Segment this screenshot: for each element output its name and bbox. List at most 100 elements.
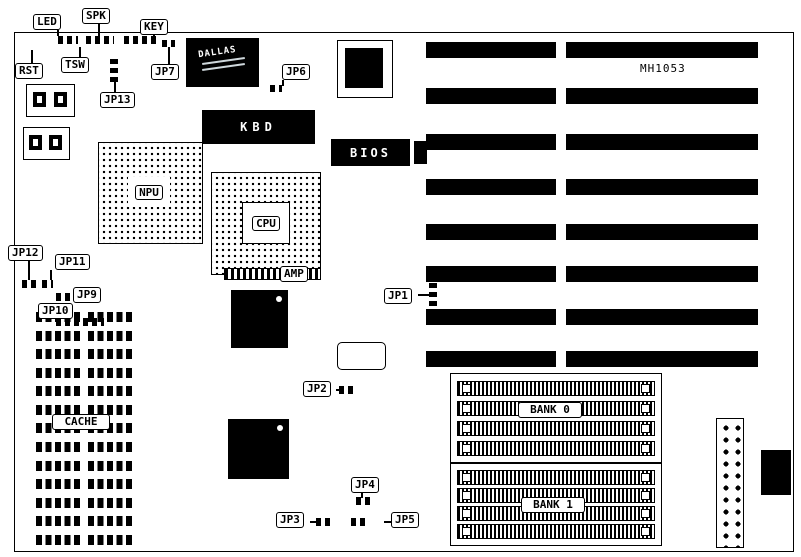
leader-line [98,24,100,36]
label-jp6: JP6 [282,64,310,80]
pin1-dot [277,425,283,431]
dip-socket [36,386,80,397]
spk-header-pins [86,36,114,44]
leader-line [310,521,317,523]
label-bank0: BANK 0 [518,402,582,418]
label-jp2: JP2 [303,381,331,397]
connector-hole [33,92,46,107]
bios-socket-tab [414,141,427,164]
leader-line [57,30,59,36]
label-bank1: BANK 1 [521,497,585,513]
connector-hole [49,135,62,150]
cpu-label: CPU [252,215,280,231]
jp1-pins [429,282,437,306]
label-jp5: JP5 [391,512,419,528]
dip-socket [88,349,132,360]
label-jp1: JP1 [384,288,412,304]
jp5-pins [351,518,368,526]
leader-line [336,389,341,391]
leader-line [282,80,284,86]
label-jp13: JP13 [100,92,135,108]
simm-bank-0 [450,373,662,463]
isa-slot [426,224,556,240]
key-header-pins [124,36,160,44]
jp13-pins [110,56,118,82]
kbd-controller-chip: KBD [202,110,315,144]
qfp-chip-1 [231,290,288,348]
dip-socket [36,442,80,453]
npu-label: NPU [135,184,163,200]
power-connector [716,418,744,548]
label-spk: SPK [82,8,110,24]
isa-slot [426,266,556,282]
jp9-jumper [56,293,71,301]
simm-socket [457,440,655,456]
dip-socket [88,404,132,415]
leader-line [50,270,52,280]
jp10-header [56,318,104,326]
label-jp11: JP11 [55,254,90,270]
connector-block [23,127,70,160]
label-jp4: JP4 [351,477,379,493]
isa-slot [426,179,556,195]
label-rst: RST [15,63,43,79]
isa-slot [426,309,556,325]
bios-chip: BIOS [331,139,410,166]
connector-hole [29,135,42,150]
leader-line [418,294,430,296]
dip-socket [36,534,80,545]
label-key: KEY [140,19,168,35]
dip-socket [36,330,80,341]
dip-socket [88,516,132,527]
qfp-chip-2 [228,419,289,479]
leader-line [28,261,30,280]
connector-block [26,84,75,117]
leader-line [79,47,81,57]
label-jp9: JP9 [73,287,101,303]
dallas-chip-label: DALLAS [197,44,238,61]
dip-socket [88,312,132,322]
chip-print-line [202,63,245,71]
label-jp3: JP3 [276,512,304,528]
simm-socket [457,420,655,436]
dip-socket [88,386,132,397]
led-header-pins [58,36,78,44]
isa-slot [426,42,556,58]
label-cache: CACHE [52,414,110,430]
label-tsw: TSW [61,57,89,73]
pin1-dot [276,296,282,302]
dallas-rtc-chip: DALLAS [186,38,259,87]
cache-column [88,312,132,545]
crystal-oscillator [337,342,386,370]
dip-socket [88,367,132,378]
label-jp12: JP12 [8,245,43,261]
leader-line [168,47,170,64]
dip-socket [88,330,132,341]
isa-slot [426,351,556,367]
isa-slot [566,309,758,325]
jp2-pins [339,386,355,394]
dip-socket [36,479,80,490]
keyboard-connector [761,450,791,495]
isa-slot [566,351,758,367]
dip-socket [36,460,80,471]
isa-slot [566,42,758,58]
jp6-pins [270,85,282,92]
label-jp7: JP7 [151,64,179,80]
leader-line [114,80,116,92]
dip-socket [88,479,132,490]
dip-socket [36,349,80,360]
dip-socket [88,423,132,434]
dip-socket [36,497,80,508]
simm-bank-1 [450,463,662,546]
isa-slot [566,224,758,240]
cpu-center: CPU [242,202,290,244]
leader-line [31,50,33,63]
simm-socket [457,469,655,485]
leader-line [384,521,392,523]
simm-socket [457,524,655,540]
isa-slot [426,88,556,104]
leader-line [361,493,363,498]
dip-socket [88,442,132,453]
